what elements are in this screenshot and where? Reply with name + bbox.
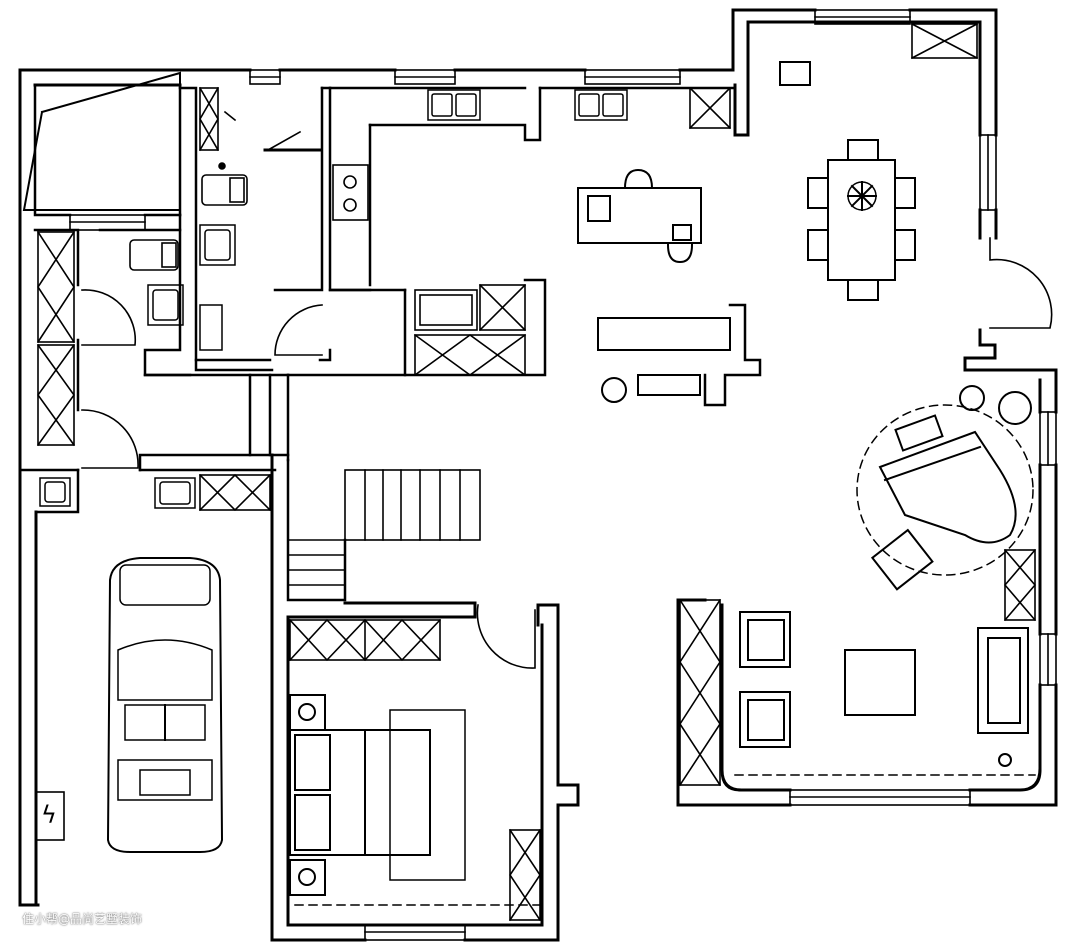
staircase (287, 469, 481, 586)
car (106, 557, 224, 853)
electric-panel (35, 791, 65, 841)
toilets (129, 110, 322, 271)
windows (69, 9, 1057, 941)
cabinets (36, 22, 1037, 922)
watermark: 住小帮@品尚艺墅装饰 (22, 912, 143, 926)
interior-walls (18, 71, 762, 602)
doors (81, 237, 1053, 669)
kitchen-island (577, 168, 702, 264)
sinks (39, 89, 628, 509)
dining-table (779, 61, 916, 301)
cooktop (332, 164, 478, 331)
outer-walls (18, 8, 1058, 942)
bar-counter (597, 317, 731, 403)
piano-area (856, 385, 1034, 591)
power-symbol: ϟ (41, 801, 57, 829)
bedroom-furniture (289, 694, 541, 906)
living-room-furniture (734, 611, 1036, 776)
